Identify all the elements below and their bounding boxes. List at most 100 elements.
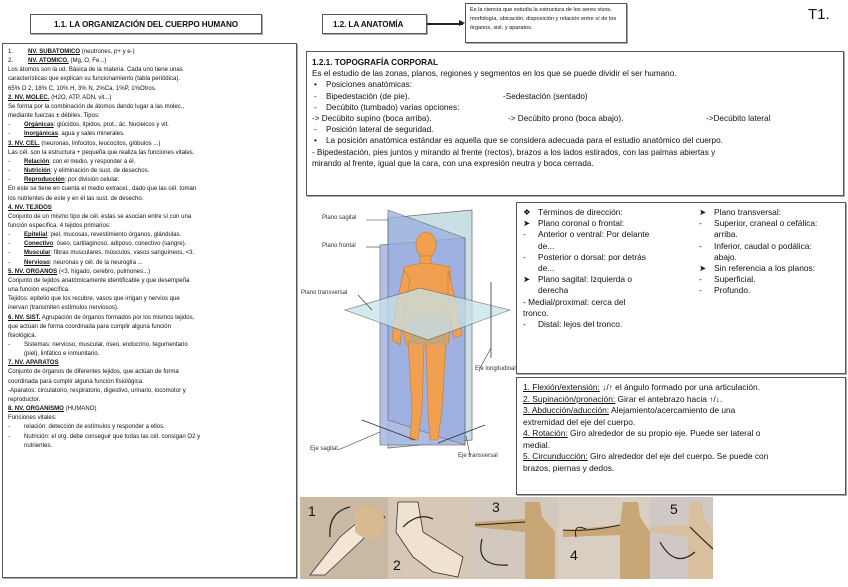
- term-detail: Nutrición: el org. debe conseguir que to…: [24, 433, 201, 440]
- list-item: -Nutrición: y eliminación de sust. de de…: [8, 167, 291, 176]
- direction-text: de...: [538, 263, 555, 274]
- dash-marker: -: [8, 342, 11, 348]
- arrow-right-icon: [427, 20, 465, 26]
- movement-item: 1. Flexión/extensión: ↓/↑ el ángulo form…: [523, 382, 839, 394]
- terminos-direccion-box: ❖Términos de dirección:➤Plano coronal o …: [516, 202, 846, 374]
- term-detail: : piel, mucosas, revestimiento órganos, …: [47, 232, 182, 239]
- list-item: En este se tiene en cuenta el medio extr…: [8, 185, 291, 194]
- photo-number: 3: [492, 499, 500, 515]
- level-heading: NV. SUBATÓMICO: [28, 49, 81, 55]
- level-detail: (<3, hígado, cerebro, pulmones...): [57, 268, 151, 275]
- direction-item: -Distal: lejos del tronco.: [523, 319, 699, 330]
- level-heading: 8. NV. ORGANISMO: [8, 406, 64, 413]
- level-heading: 4. NV. TEJIDOS: [8, 204, 52, 211]
- movement-item: extremidad del eje del cuerpo.: [523, 417, 839, 429]
- level-heading: NV. ATÓMICO.: [28, 58, 69, 65]
- movement-description: brazos, piernas y dedos.: [523, 462, 615, 473]
- level-detail: (Mg, O, Fe...): [68, 58, 107, 65]
- paragraph-text: Las cél. son la estructura + pequeña que…: [8, 149, 195, 156]
- list-item: 4. NV. TEJIDOS: [8, 204, 291, 213]
- direction-text: Plano coronal o frontal:: [538, 218, 625, 229]
- list-number: 2.: [8, 58, 14, 65]
- direction-item: - Medial/proximal: cerca del: [523, 297, 699, 308]
- level-heading: 5. NV. ÓRGANOS: [8, 268, 58, 275]
- paragraph-text: fisiológica.: [8, 332, 37, 339]
- paragraph-text: 65% O 2, 18% C, 10% H, 3% N, 2%Ca, 1%P, …: [8, 85, 157, 92]
- dash-marker: -: [8, 158, 11, 165]
- arrow-bullet-icon: ➤: [699, 207, 707, 217]
- dash-marker: -: [8, 232, 11, 239]
- dash-marker: -: [523, 251, 526, 262]
- level-heading: 7. NV. APARATOS: [8, 360, 59, 367]
- direction-item: ➤Plano sagital: Izquierda o: [523, 274, 699, 285]
- direction-item: ❖Términos de dirección:: [523, 207, 699, 218]
- direction-item: tronco.: [523, 308, 699, 319]
- direction-text: Plano transversal:: [714, 207, 782, 217]
- direction-item: arriba.: [699, 229, 839, 240]
- term-heading: Nutrición: [24, 168, 51, 175]
- movement-item: 5. Circunducción: Giro alrededor del eje…: [523, 451, 839, 463]
- paragraph-text: Los átomos son la ud. Básica de la mater…: [8, 67, 183, 74]
- paragraph-text: características que explican su funciona…: [8, 76, 181, 83]
- movement-description: Alejamiento/acercamiento de una: [609, 405, 736, 415]
- list-item: -Relación: con el medio, y responder a é…: [8, 158, 291, 167]
- level-detail: (H2O, ATP, ADN, vit...): [49, 94, 112, 101]
- direction-text: Profundo.: [714, 285, 751, 296]
- photo-rotacion: 4: [558, 497, 650, 579]
- direction-item: - Superficial.: [699, 274, 839, 285]
- organizacion-content: 1.NV. SUBATÓMICO (neutrones, p+ y e-)2.N…: [2, 43, 297, 578]
- term-detail: : agua y sales minerales.: [57, 131, 125, 138]
- topografia-desc: - Bipedestación, pies juntos y mirando a…: [312, 147, 716, 157]
- dash-marker: -: [523, 229, 526, 240]
- list-item: Tejidos: epitelio que los recubre, vasos…: [8, 295, 291, 304]
- list-item: - Nutrición: el org. debe conseguir que t…: [8, 433, 291, 442]
- paragraph-text: En este se tiene en cuenta el medio extr…: [8, 186, 197, 193]
- level-heading: 3. NV. CEL.: [8, 140, 40, 147]
- photo-supinacion: 2: [388, 497, 470, 579]
- label-eje-longitudinal: Eje longitudinal: [475, 366, 516, 372]
- section-title-anatomia: 1.2. LA ANATOMÍA: [322, 14, 427, 34]
- list-item: 2. NV. ATÓMICO. (Mg, O, Fe...): [8, 57, 291, 66]
- list-item: Se forma por la combinación de átomos da…: [8, 103, 291, 112]
- level-heading: 6. NV. SIST.: [8, 314, 41, 321]
- paragraph-text: mediante fuerzas ± débiles. Tipos:: [8, 113, 100, 120]
- dash-marker: -: [8, 424, 11, 431]
- direction-item: - Anterior o ventral: Por delante: [523, 229, 699, 240]
- list-item: Conjunto de tejidos anatómicamente ident…: [8, 277, 291, 286]
- direction-text: Anterior o ventral: Por delante: [538, 229, 650, 240]
- direction-item: -Posterior o dorsal: por detrás: [523, 252, 699, 263]
- list-item: 6. NV. SIST. Agrupación de órganos forma…: [8, 314, 291, 323]
- topografia-intro: Es el estudio de las zonas, planos, regi…: [312, 69, 677, 79]
- page-label: T1.: [808, 6, 830, 23]
- term-detail: : con el medio, y responder a él.: [49, 158, 136, 165]
- direction-item: derecha: [523, 285, 699, 296]
- list-item: -Inorgánicas: agua y sales minerales.: [8, 130, 291, 139]
- dash-marker: -: [699, 240, 702, 251]
- paragraph-text: Funciones vitales:: [8, 415, 57, 422]
- anatomia-definition-box: Es la ciencia que estudia la estructura …: [465, 3, 627, 43]
- direction-text: arriba.: [714, 229, 738, 240]
- list-item: -Sistemas: nervioso, muscular, óseo, end…: [8, 341, 291, 350]
- list-item: coordinada para cumplir alguna función f…: [8, 378, 291, 387]
- list-item: 8. NV. ORGANISMO (HUMANO): [8, 405, 291, 414]
- list-item: 3. NV. CEL. (neuronas, linfocitos, leuco…: [8, 140, 291, 149]
- dash-marker: -: [8, 131, 11, 138]
- list-item: una función específica.: [8, 286, 291, 295]
- list-item: -Epitelial: piel, mucosas, revestimiento…: [8, 231, 291, 240]
- list-item: •Posiciones anatómicas:: [314, 80, 413, 90]
- label-plano-sagital: Plano sagital: [322, 215, 357, 221]
- list-item: •La posición anatómica estándar es aquel…: [314, 136, 723, 146]
- topografia-title: 1.2.1. TOPOGRAFÍA CORPORAL: [312, 58, 439, 67]
- direction-text: Superficial.: [714, 274, 756, 285]
- direction-text: Términos de dirección:: [538, 207, 623, 217]
- list-item: que actúan de forma coordinada para cump…: [8, 323, 291, 332]
- label-plano-frontal: Plano frontal: [322, 243, 356, 249]
- label-plano-transversal: Plano transversal: [301, 290, 348, 296]
- paragraph-text: Conjunto de tejidos anatómicamente ident…: [8, 277, 190, 284]
- direction-text: Inferior, caudal o podálica:: [714, 240, 812, 251]
- list-item: -Reproducción: por división celular.: [8, 176, 291, 185]
- direction-item: ➤Plano coronal o frontal:: [523, 218, 699, 229]
- dash-marker: -: [699, 274, 702, 285]
- term-detail: : óseo, cartilaginoso, adiposo, conectiv…: [53, 241, 187, 248]
- dash-marker: -: [8, 433, 11, 440]
